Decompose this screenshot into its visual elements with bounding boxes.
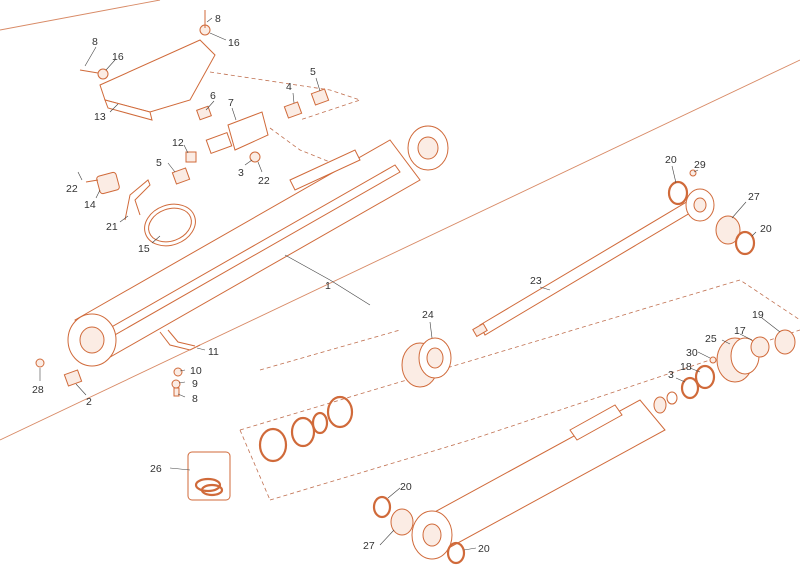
callout-labels: 8 16 8 16 13 4 5 6 7 12 5 3 22 22 14 21 …: [32, 13, 772, 555]
piston: [401, 337, 452, 388]
clamp-assembly: [85, 171, 196, 247]
valve-block: [205, 111, 269, 154]
callout-8: 8: [92, 36, 98, 48]
callout-18: 18: [680, 361, 692, 373]
callout-24: 24: [422, 309, 434, 321]
callout-13: 13: [94, 111, 106, 123]
callout-17: 17: [734, 325, 746, 337]
callout-22: 22: [66, 183, 78, 195]
callout-30: 30: [686, 347, 698, 359]
callout-16: 16: [228, 37, 240, 49]
callout-5: 5: [156, 157, 162, 169]
callout-9: 9: [192, 378, 198, 390]
callout-23: 23: [530, 275, 542, 287]
callout-12: 12: [172, 137, 184, 149]
gland-assembly: [666, 329, 796, 405]
callout-29: 29: [694, 159, 706, 171]
callout-14: 14: [84, 199, 96, 211]
dashed-guides: [209, 71, 800, 501]
callout-2: 2: [86, 396, 92, 408]
callout-10: 10: [190, 365, 202, 377]
callout-19: 19: [752, 309, 764, 321]
seal-kit-bag: [187, 451, 231, 501]
callout-22: 22: [258, 175, 270, 187]
callout-28: 28: [32, 384, 44, 396]
callout-7: 7: [228, 97, 234, 109]
callout-16: 16: [112, 51, 124, 63]
callout-11: 11: [208, 346, 219, 358]
callout-3: 3: [668, 369, 674, 381]
callout-20: 20: [665, 154, 677, 166]
bushings-and-rings: [372, 180, 756, 565]
fittings: [35, 10, 330, 387]
callout-20: 20: [478, 543, 490, 555]
callout-20: 20: [760, 223, 772, 235]
callout-8: 8: [192, 393, 198, 405]
callout-5: 5: [310, 66, 316, 78]
assembled-cylinder: [411, 396, 667, 560]
main-cylinder: [67, 125, 449, 367]
callout-4: 4: [286, 81, 292, 93]
callout-27: 27: [748, 191, 760, 203]
callout-3: 3: [238, 167, 244, 179]
leader-lines: [39, 17, 781, 551]
callout-6: 6: [210, 90, 216, 102]
frame-lines: [0, 0, 800, 441]
callout-25: 25: [705, 333, 717, 345]
piston-seals: [258, 395, 354, 463]
callout-15: 15: [138, 243, 150, 255]
hose-clip: [159, 329, 201, 397]
callout-8: 8: [215, 13, 221, 25]
piston-rod: [472, 169, 715, 338]
callout-26: 26: [150, 463, 162, 475]
callout-1: 1: [325, 280, 331, 292]
callout-20: 20: [400, 481, 412, 493]
callout-21: 21: [106, 221, 118, 233]
callout-27: 27: [363, 540, 375, 552]
